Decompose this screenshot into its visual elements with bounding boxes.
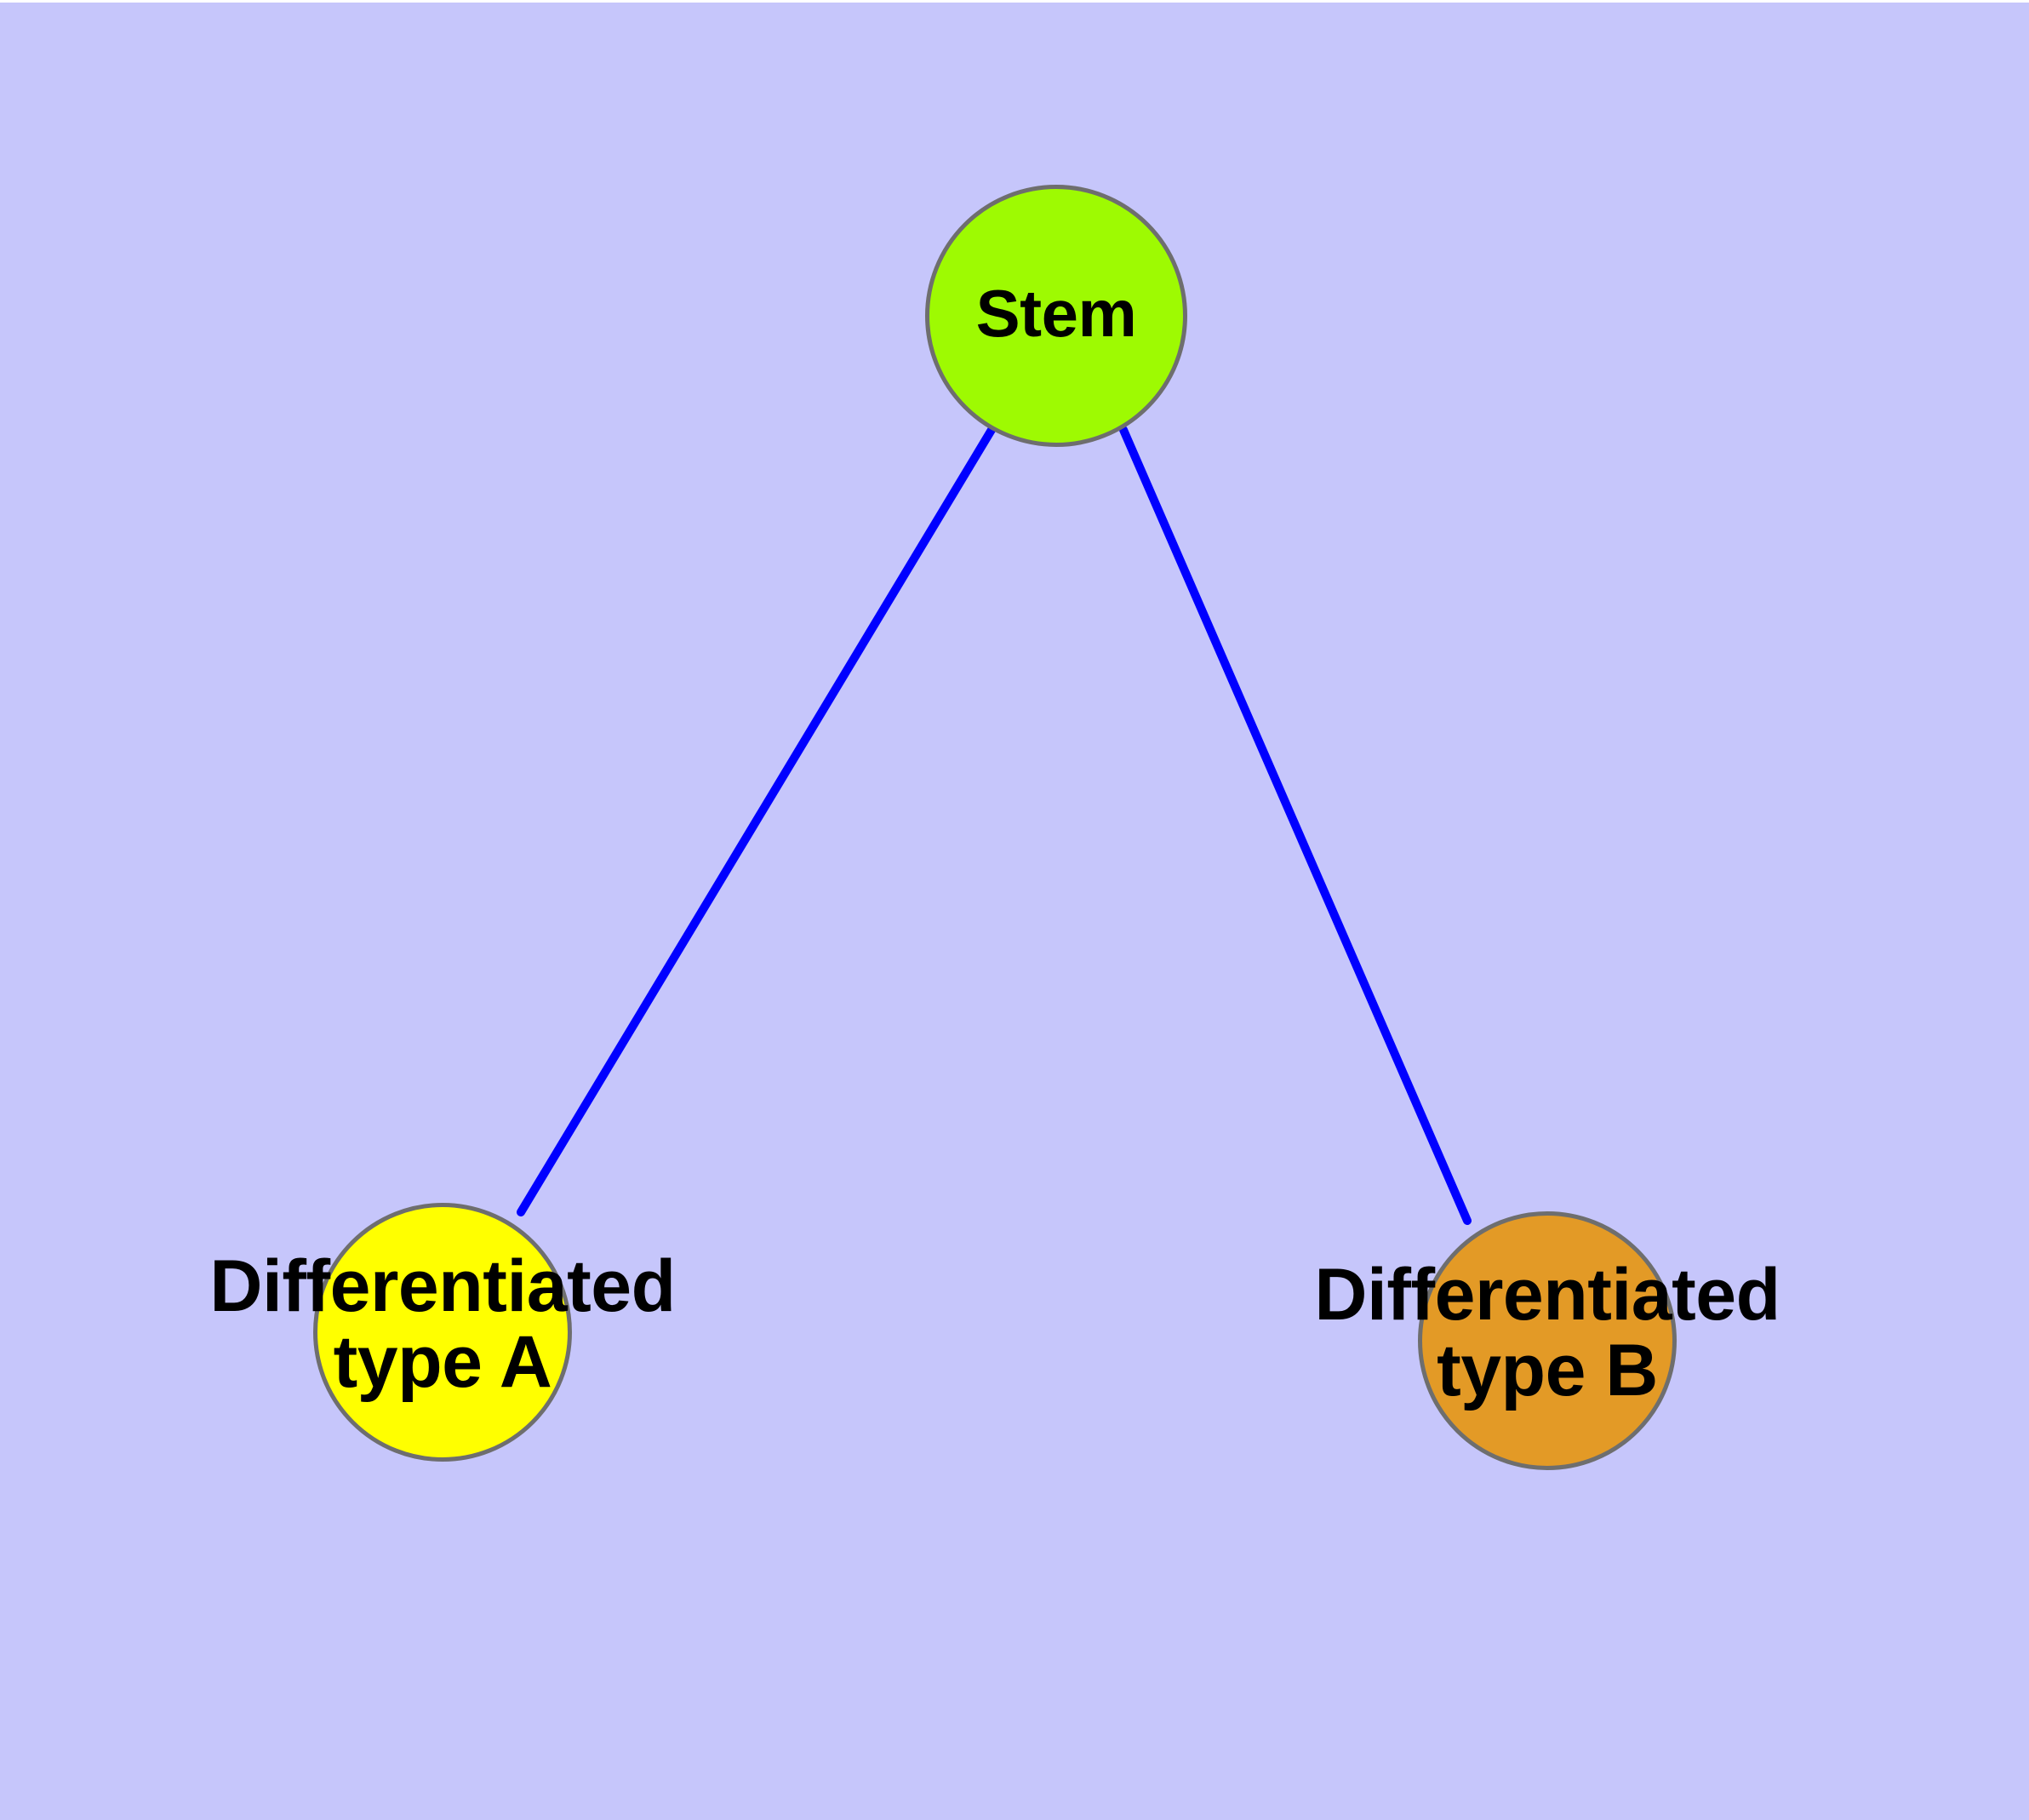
- edge-stem-to-differentiated-type-a: [517, 426, 996, 1216]
- node-differentiated-type-a[interactable]: [313, 1203, 572, 1462]
- node-stem[interactable]: [925, 185, 1187, 447]
- edge-stem-to-differentiated-type-b: [1119, 426, 1472, 1225]
- node-differentiated-type-b[interactable]: [1418, 1211, 1677, 1470]
